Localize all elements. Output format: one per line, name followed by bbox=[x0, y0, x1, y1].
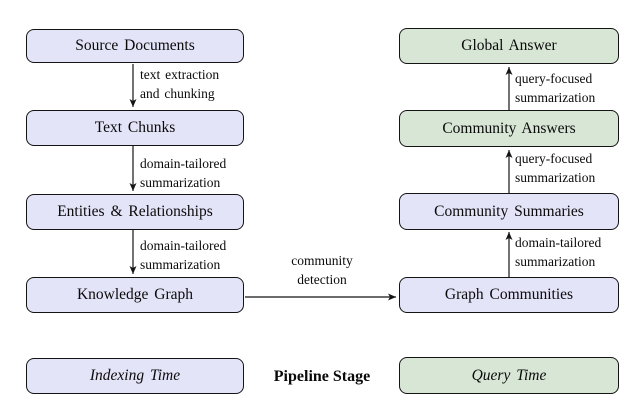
node-knowledge-graph: Knowledge Graph bbox=[26, 277, 244, 313]
edge-label-line: query-focused bbox=[515, 151, 593, 166]
edge-label-text-extraction: text extraction and chunking bbox=[140, 66, 219, 103]
edge-label-query-summarization-1: query-focused summarization bbox=[515, 150, 595, 187]
edge-label-line: summarization bbox=[515, 253, 596, 269]
edge-label-line: text extraction bbox=[140, 67, 220, 82]
edge-label-line: summarization bbox=[515, 89, 596, 105]
node-community-answers: Community Answers bbox=[399, 110, 619, 147]
node-community-summaries: Community Summaries bbox=[399, 193, 619, 230]
edge-label-domain-summarization-1: domain-tailored summarization bbox=[140, 155, 226, 192]
legend-query-time: Query Time bbox=[399, 357, 619, 394]
node-global-answer: Global Answer bbox=[399, 28, 619, 64]
edge-label-line: domain-tailored bbox=[140, 238, 227, 253]
edge-label-line: domain-tailored bbox=[140, 156, 227, 171]
legend-pipeline-stage: Pipeline Stage bbox=[273, 368, 371, 385]
node-graph-communities: Graph Communities bbox=[399, 277, 619, 313]
edge-label-domain-summarization-2: domain-tailored summarization bbox=[140, 237, 226, 274]
node-source-documents: Source Documents bbox=[26, 29, 244, 63]
edge-label-line: summarization bbox=[140, 174, 221, 190]
edge-label-line: community bbox=[291, 253, 353, 268]
legend-indexing-time: Indexing Time bbox=[26, 358, 244, 394]
edge-label-line: query-focused bbox=[515, 71, 593, 86]
node-text-chunks: Text Chunks bbox=[26, 110, 244, 146]
edge-label-domain-summarization-3: domain-tailored summarization bbox=[515, 234, 601, 271]
edge-label-line: summarization bbox=[140, 256, 221, 272]
edge-label-community-detection: community detection bbox=[272, 252, 372, 289]
edge-label-line: domain-tailored bbox=[515, 235, 602, 250]
edge-label-line: summarization bbox=[515, 169, 596, 185]
node-entities-relationships: Entities & Relationships bbox=[26, 194, 244, 230]
edge-label-line: and chunking bbox=[140, 85, 215, 101]
edge-label-line: detection bbox=[297, 271, 347, 287]
edge-label-query-summarization-2: query-focused summarization bbox=[515, 70, 595, 107]
